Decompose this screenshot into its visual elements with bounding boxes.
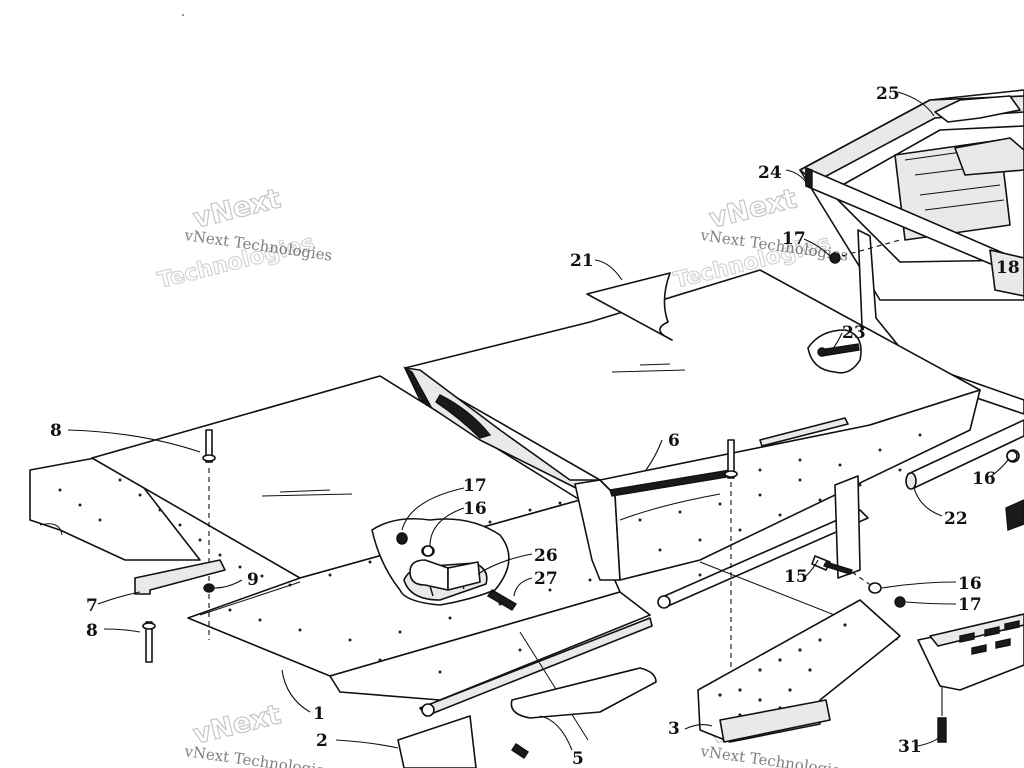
watermark-vnext-outline: vNext bbox=[190, 699, 284, 751]
watermark-vnext-outline: vNext bbox=[706, 183, 800, 235]
callout-26: 26 bbox=[534, 546, 558, 566]
side-bracket bbox=[697, 599, 901, 743]
callout-27: 27 bbox=[534, 569, 558, 589]
watermark-top-left: vNext Technologies vNext Technologies bbox=[155, 183, 334, 295]
callout-17-left: 17 bbox=[463, 476, 487, 496]
footrest bbox=[917, 613, 1024, 691]
callout-21: 21 bbox=[570, 251, 594, 271]
rear-frame bbox=[799, 89, 1024, 415]
watermark-text: vNext Technologies bbox=[698, 742, 849, 768]
callout-18: 18 bbox=[996, 258, 1020, 278]
mounting-plate bbox=[397, 715, 529, 768]
callout-16-left: 16 bbox=[463, 499, 487, 519]
callout-17-top: 17 bbox=[782, 229, 806, 249]
callout-15: 15 bbox=[784, 567, 808, 587]
callout-9: 9 bbox=[247, 570, 259, 590]
callout-16-right: 16 bbox=[958, 574, 982, 594]
floor-panel-left bbox=[58, 375, 653, 717]
callout-2: 2 bbox=[316, 731, 328, 751]
callout-22: 22 bbox=[944, 509, 968, 529]
callout-8-top: 8 bbox=[50, 421, 62, 441]
callout-6: 6 bbox=[668, 431, 680, 451]
scan-speck bbox=[182, 14, 184, 16]
floor-pad bbox=[510, 667, 657, 719]
callout-1: 1 bbox=[313, 704, 325, 724]
callout-17-right: 17 bbox=[958, 595, 982, 615]
callout-8-bottom: 8 bbox=[86, 621, 98, 641]
watermark-text: vNext Technologies bbox=[182, 742, 333, 768]
hardware bbox=[134, 239, 1018, 743]
callout-24: 24 bbox=[758, 163, 782, 183]
callout-labels: 8 7 8 9 1 2 3 5 6 17 16 26 27 15 16 17 3… bbox=[50, 84, 1020, 768]
bolt-detail bbox=[807, 329, 862, 374]
callout-3: 3 bbox=[668, 719, 680, 739]
leader-lines bbox=[67, 91, 1009, 751]
tunnel-center bbox=[403, 269, 981, 609]
watermark-vnext-outline: vNext bbox=[190, 183, 284, 235]
callout-25: 25 bbox=[876, 84, 900, 104]
callout-31: 31 bbox=[898, 737, 922, 757]
callout-16-far-right: 16 bbox=[972, 469, 996, 489]
callout-23: 23 bbox=[842, 323, 866, 343]
watermark-bottom-left: vNext vNext Technologies bbox=[182, 699, 333, 768]
deflector-plate bbox=[586, 272, 673, 341]
callout-5: 5 bbox=[572, 749, 584, 768]
callout-7: 7 bbox=[86, 596, 98, 616]
